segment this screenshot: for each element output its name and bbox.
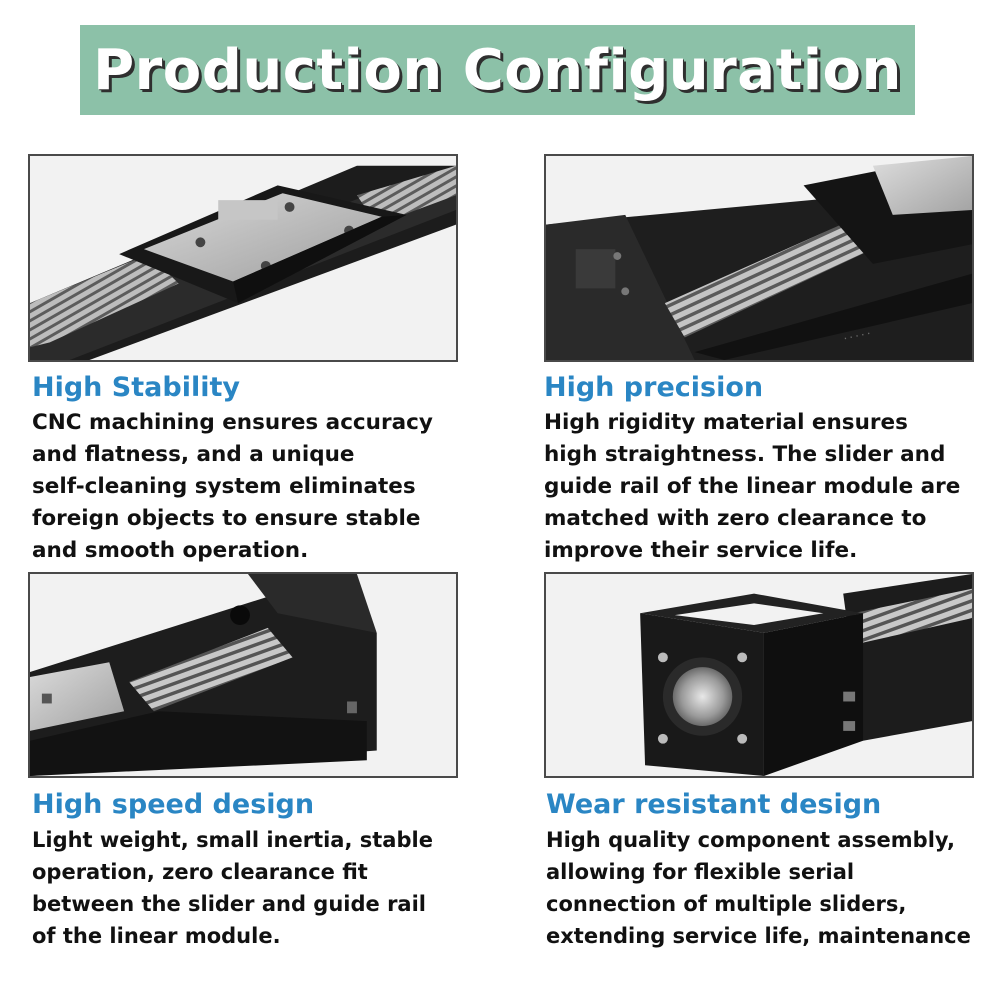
feature-description: High quality component assembly, allowin… bbox=[546, 824, 996, 952]
feature-description-line: matched with zero clearance to bbox=[544, 506, 927, 531]
feature-description-line: connection of multiple sliders, bbox=[546, 892, 907, 916]
feature-description-line: Light weight, small inertia, stable bbox=[32, 828, 433, 852]
feature-title: Wear resistant design bbox=[546, 789, 882, 820]
feature-title: High precision bbox=[544, 372, 764, 403]
feature-description-line: High quality component assembly, bbox=[546, 828, 955, 852]
feature-description-line: improve their service life. bbox=[544, 538, 858, 563]
feature-title: High Stability bbox=[32, 372, 240, 403]
feature-description-line: allowing for flexible serial bbox=[546, 860, 855, 884]
product-photo-slider-carriage bbox=[28, 154, 458, 362]
feature-description: CNC machining ensures accuracy and flatn… bbox=[32, 407, 502, 567]
feature-high-speed-design: High speed design Light weight, small in… bbox=[32, 788, 502, 952]
product-photo-end-block bbox=[28, 572, 458, 778]
feature-description-line: foreign objects to ensure stable bbox=[32, 506, 421, 531]
feature-description: High rigidity material ensures high stra… bbox=[544, 407, 994, 567]
feature-high-stability: High Stability CNC machining ensures acc… bbox=[32, 371, 502, 567]
feature-description-line: High rigidity material ensures bbox=[544, 410, 908, 435]
feature-description: Light weight, small inertia, stable oper… bbox=[32, 824, 502, 952]
feature-title: High speed design bbox=[32, 789, 315, 820]
header-banner: Production Configuration bbox=[80, 25, 915, 115]
feature-description-line: guide rail of the linear module are bbox=[544, 474, 961, 499]
product-photo-motor-flange bbox=[544, 572, 974, 778]
feature-wear-resistant-design: Wear resistant design High quality compo… bbox=[546, 788, 996, 952]
feature-description-line: extending service life, maintenance bbox=[546, 924, 971, 948]
feature-description-line: self-cleaning system eliminates bbox=[32, 474, 416, 499]
feature-high-precision: High precision High rigidity material en… bbox=[544, 371, 994, 567]
feature-description-line: and smooth operation. bbox=[32, 538, 309, 563]
feature-description-line: and flatness, and a unique bbox=[32, 442, 355, 467]
feature-description-line: CNC machining ensures accuracy bbox=[32, 410, 433, 435]
feature-description-line: of the linear module. bbox=[32, 924, 281, 948]
feature-description-line: between the slider and guide rail bbox=[32, 892, 426, 916]
feature-description-line: high straightness. The slider and bbox=[544, 442, 946, 467]
product-photo-ball-screw: ····· bbox=[544, 154, 974, 362]
page-title: Production Configuration bbox=[93, 37, 902, 103]
feature-description-line: operation, zero clearance fit bbox=[32, 860, 368, 884]
